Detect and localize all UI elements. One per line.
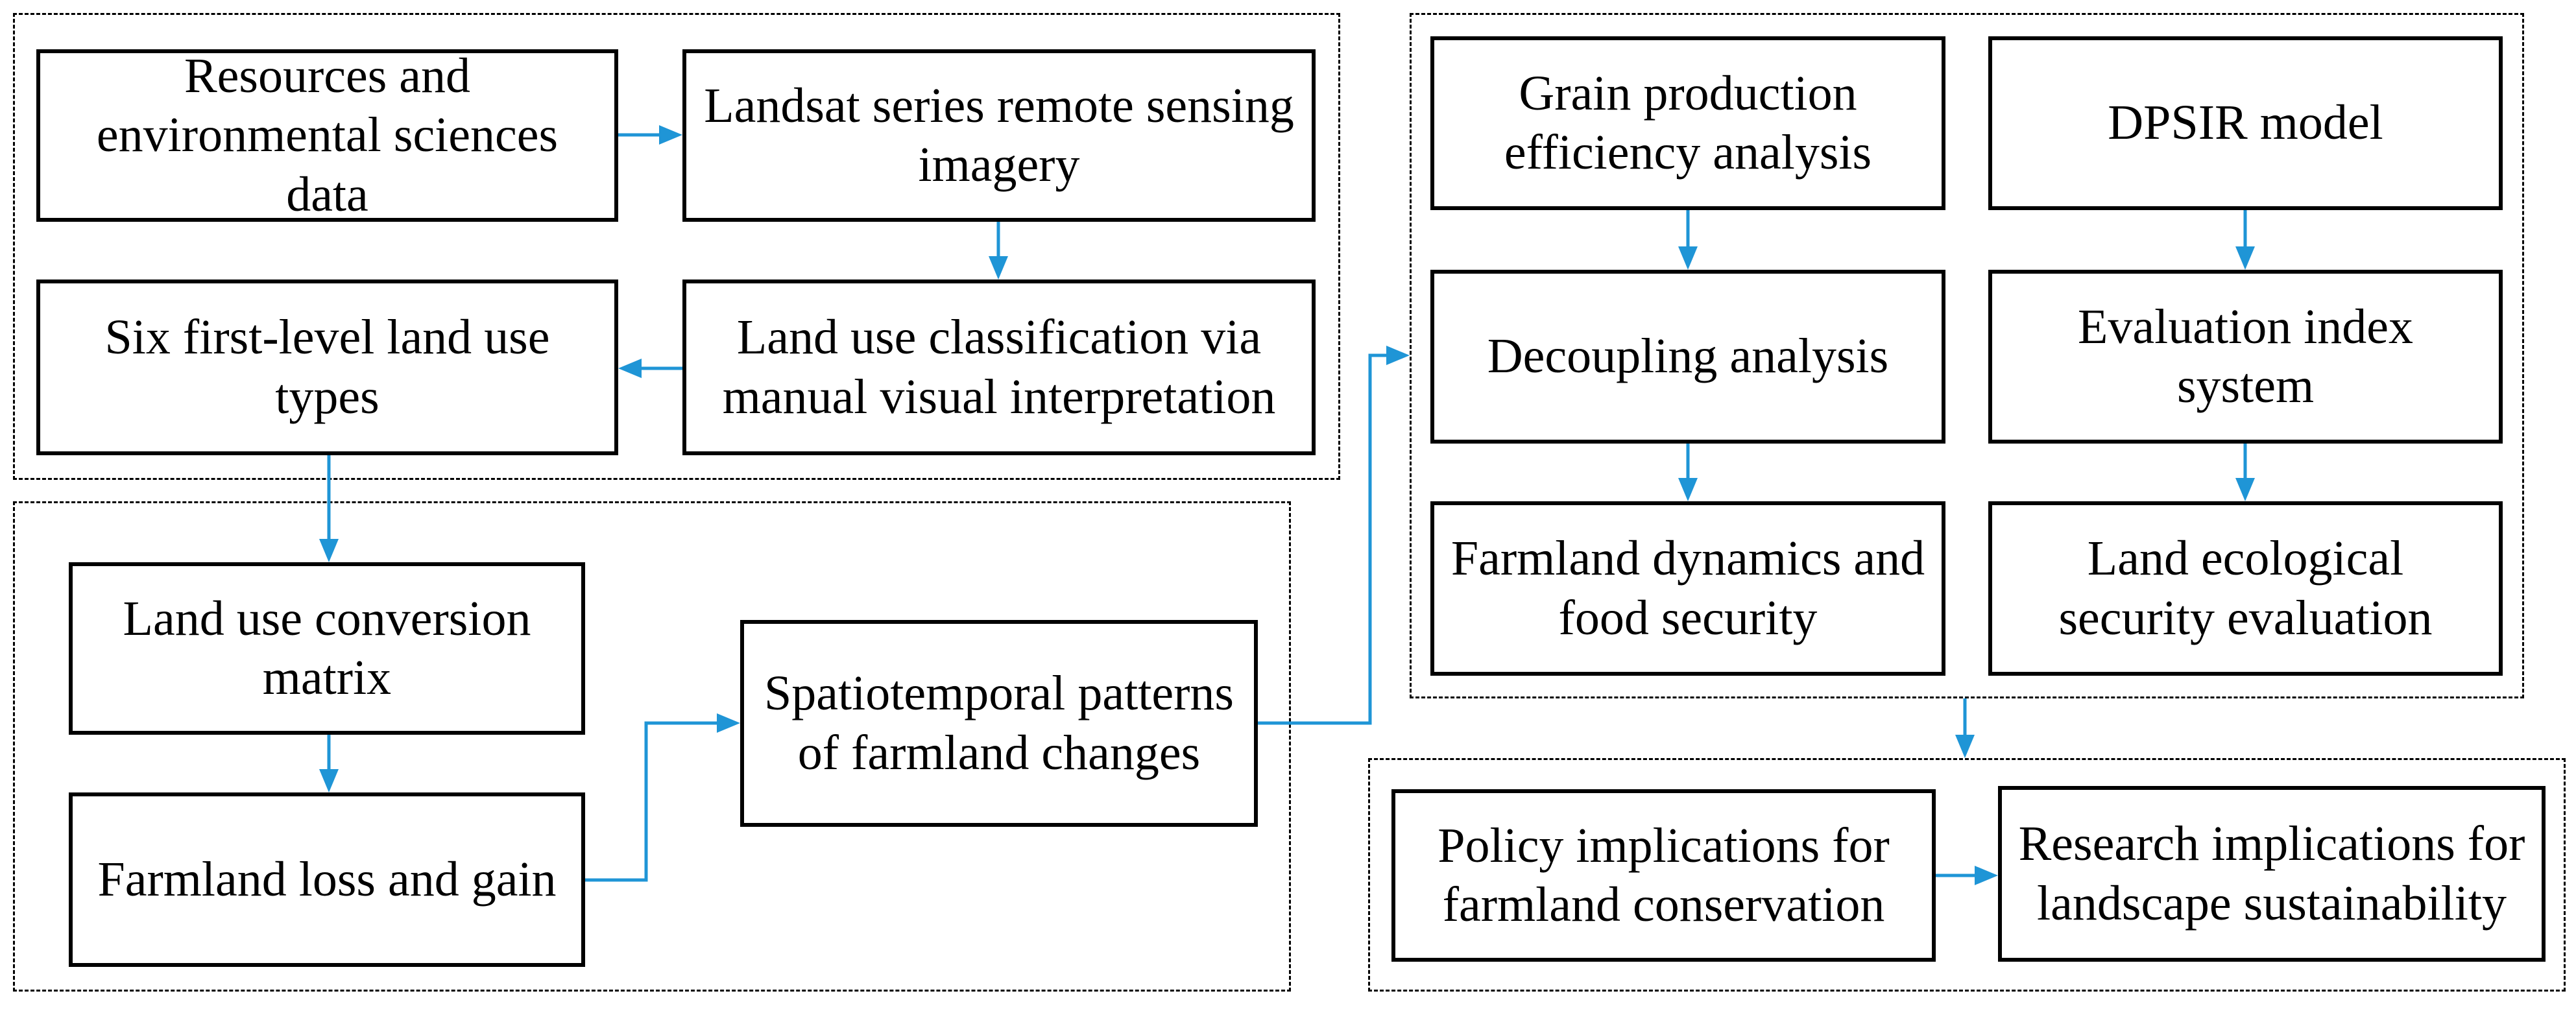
- land-use-data-group: [13, 13, 1340, 480]
- node-ecological-security: Land ecological security evaluation: [1988, 501, 2503, 676]
- node-label: Policy implications for farmland conserv…: [1438, 818, 1890, 932]
- node-label: DPSIR model: [2108, 95, 2383, 150]
- node-label: Six first-level land use types: [104, 310, 550, 424]
- node-evaluation-index: Evaluation index system: [1988, 270, 2503, 444]
- node-label: Resources and environmental sciences dat…: [96, 49, 559, 222]
- node-label: Decoupling analysis: [1487, 329, 1889, 384]
- node-decoupling-analysis: Decoupling analysis: [1430, 270, 1945, 444]
- node-label: Land ecological security evaluation: [2058, 531, 2433, 645]
- arrowhead: [1386, 346, 1410, 365]
- node-label: Land use classification via manual visua…: [722, 310, 1276, 424]
- node-six-land-use-types: Six first-level land use types: [36, 280, 618, 455]
- node-research-implications: Research implications for landscape sust…: [1998, 786, 2546, 962]
- node-farmland-food-security: Farmland dynamics and food security: [1430, 501, 1945, 676]
- implications-group: [1368, 758, 2566, 992]
- analysis-group: [1410, 13, 2524, 698]
- node-label: Landsat series remote sensing imagery: [704, 78, 1294, 192]
- node-label: Research implications for landscape sust…: [2018, 816, 2525, 931]
- node-label: Spatiotemporal patterns of farmland chan…: [764, 666, 1234, 780]
- node-conversion-matrix: Land use conversion matrix: [69, 562, 585, 735]
- node-label: Evaluation index system: [2077, 299, 2414, 413]
- node-spatiotemporal-patterns: Spatiotemporal patterns of farmland chan…: [740, 620, 1258, 827]
- node-landsat-imagery: Landsat series remote sensing imagery: [682, 49, 1316, 222]
- node-land-use-classification: Land use classification via manual visua…: [682, 280, 1316, 455]
- node-label: Farmland loss and gain: [97, 851, 557, 907]
- node-resources-data: Resources and environmental sciences dat…: [36, 49, 618, 222]
- node-label: Land use conversion matrix: [123, 591, 531, 705]
- farmland-change-group: [13, 501, 1291, 992]
- arrow-analysis-group-to-implications-group: [1955, 698, 1975, 758]
- node-grain-efficiency: Grain production efficiency analysis: [1430, 36, 1945, 210]
- node-dpsir-model: DPSIR model: [1988, 36, 2503, 210]
- arrowhead: [1955, 735, 1975, 758]
- node-label: Farmland dynamics and food security: [1451, 531, 1925, 645]
- node-farmland-loss-gain: Farmland loss and gain: [69, 792, 585, 967]
- node-policy-implications: Policy implications for farmland conserv…: [1391, 789, 1936, 962]
- node-label: Grain production efficiency analysis: [1504, 65, 1872, 180]
